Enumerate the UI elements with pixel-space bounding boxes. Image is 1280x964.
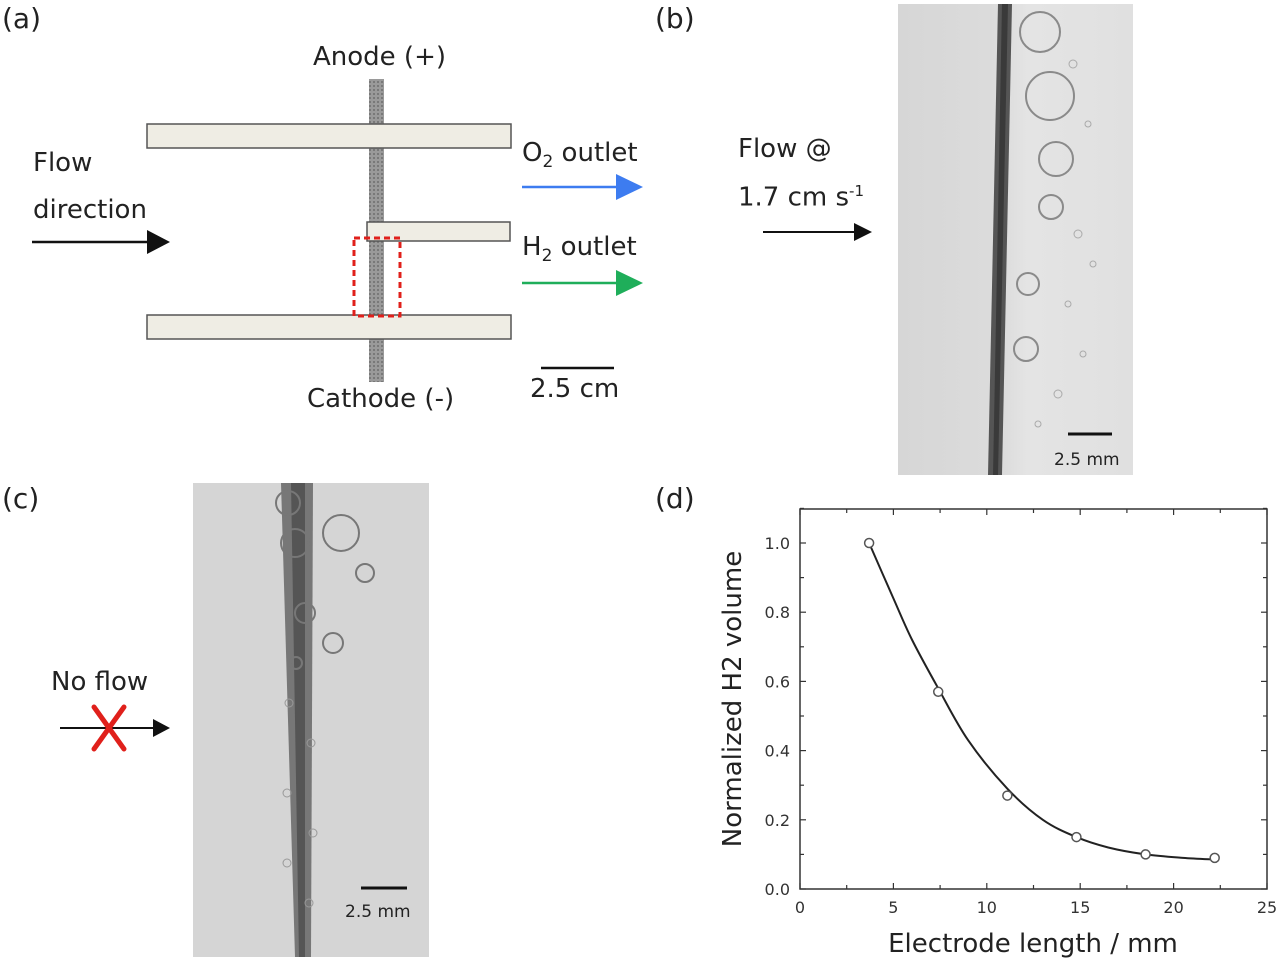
flow-label-line1: Flow	[33, 148, 93, 178]
data-point-marker	[932, 686, 944, 698]
data-point-marker	[863, 537, 875, 549]
h2-outlet-arrow-icon	[616, 270, 643, 296]
x-tick-label: 0	[795, 898, 805, 917]
x-tick-label: 5	[888, 898, 898, 917]
anode-label: Anode (+)	[313, 42, 447, 72]
panel-d-label: (d)	[655, 482, 695, 515]
top-plate	[146, 123, 512, 149]
flow-rate-label-line1: Flow @	[738, 134, 832, 164]
scale-bar-cm-label: 2.5 cm	[530, 374, 620, 404]
highlight-box	[352, 236, 402, 318]
y-tick-label: 0.2	[765, 811, 790, 830]
cathode-label: Cathode (-)	[307, 384, 455, 414]
cross-icon	[91, 704, 127, 752]
data-point-marker	[1140, 849, 1151, 860]
panel-c-label: (c)	[2, 482, 40, 515]
o2-outlet-arrow-icon	[616, 174, 643, 200]
o2-outlet-label: O2 outlet	[522, 138, 638, 173]
x-tick-label: 10	[977, 898, 997, 917]
data-point-marker	[1071, 831, 1082, 843]
panel-b-label: (b)	[655, 2, 695, 35]
plot-frame	[799, 508, 1268, 890]
panel-a-label: (a)	[2, 2, 42, 35]
y-tick-label: 0.6	[765, 672, 790, 691]
x-tick-label: 25	[1257, 898, 1277, 917]
flow-rate-label-line2: 1.7 cm s-1	[738, 182, 865, 213]
panel-c-no-flow-arrow	[60, 704, 170, 752]
panel-b-photo: 2.5 mm	[898, 4, 1133, 475]
y-tick-label: 1.0	[765, 534, 790, 553]
y-axis-label: Normalized H2 volume	[718, 551, 748, 847]
y-tick-label: 0.8	[765, 603, 790, 622]
flow-arrow-icon	[153, 719, 170, 737]
flow-direction-arrow-icon	[147, 230, 170, 254]
scale-bar-mm-label: 2.5 mm	[1054, 450, 1120, 470]
bottom-plate	[146, 314, 512, 340]
panel-c-photo: 2.5 mm	[193, 483, 429, 957]
panel-b-flow-arrow	[763, 223, 872, 241]
no-flow-label: No flow	[51, 667, 149, 697]
x-tick-label: 20	[1163, 898, 1183, 917]
x-axis-label: Electrode length / mm	[888, 929, 1178, 959]
data-point-marker	[1209, 852, 1220, 864]
x-tick-label: 15	[1070, 898, 1090, 917]
scale-bar-mm-label: 2.5 mm	[345, 902, 411, 922]
fit-curve	[868, 542, 1215, 861]
flow-label-line2: direction	[33, 195, 147, 225]
y-tick-label: 0.4	[765, 742, 790, 761]
h2-outlet-label: H2 outlet	[522, 232, 637, 267]
flow-arrow-icon	[854, 223, 872, 241]
data-point-marker	[1002, 790, 1013, 801]
y-tick-label: 0.0	[765, 880, 790, 899]
panel-a-schematic	[32, 79, 643, 382]
middle-plate	[366, 221, 511, 242]
